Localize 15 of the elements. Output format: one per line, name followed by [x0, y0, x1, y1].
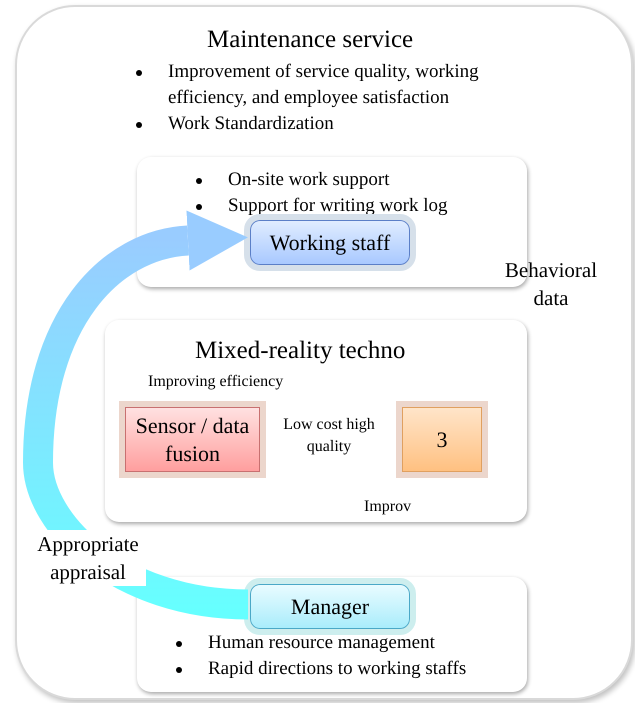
- bullet-text: Improvement of service quality, working efficiency, and employee satisfaction: [168, 60, 480, 110]
- bullet-text: Support for writing work log: [228, 194, 448, 218]
- caption-text: Improving efficiency: [148, 372, 284, 392]
- manager-panel: [137, 577, 527, 692]
- panel-title: Mixed-reality techno: [195, 336, 406, 366]
- service-panel: [15, 5, 633, 700]
- caption-text: Improv: [364, 497, 412, 517]
- technology-panel: [105, 320, 527, 522]
- bullet-text: Human resource management: [208, 631, 435, 655]
- curved-arrow: [23, 210, 249, 620]
- bullet-text: Work Standardization: [168, 112, 334, 136]
- note-text: Behavioral data: [504, 257, 598, 312]
- panel-title: Maintenance service: [207, 25, 414, 55]
- bullet-text: On-site work support: [228, 168, 390, 192]
- bullet-text: Rapid directions to working staffs: [208, 657, 466, 681]
